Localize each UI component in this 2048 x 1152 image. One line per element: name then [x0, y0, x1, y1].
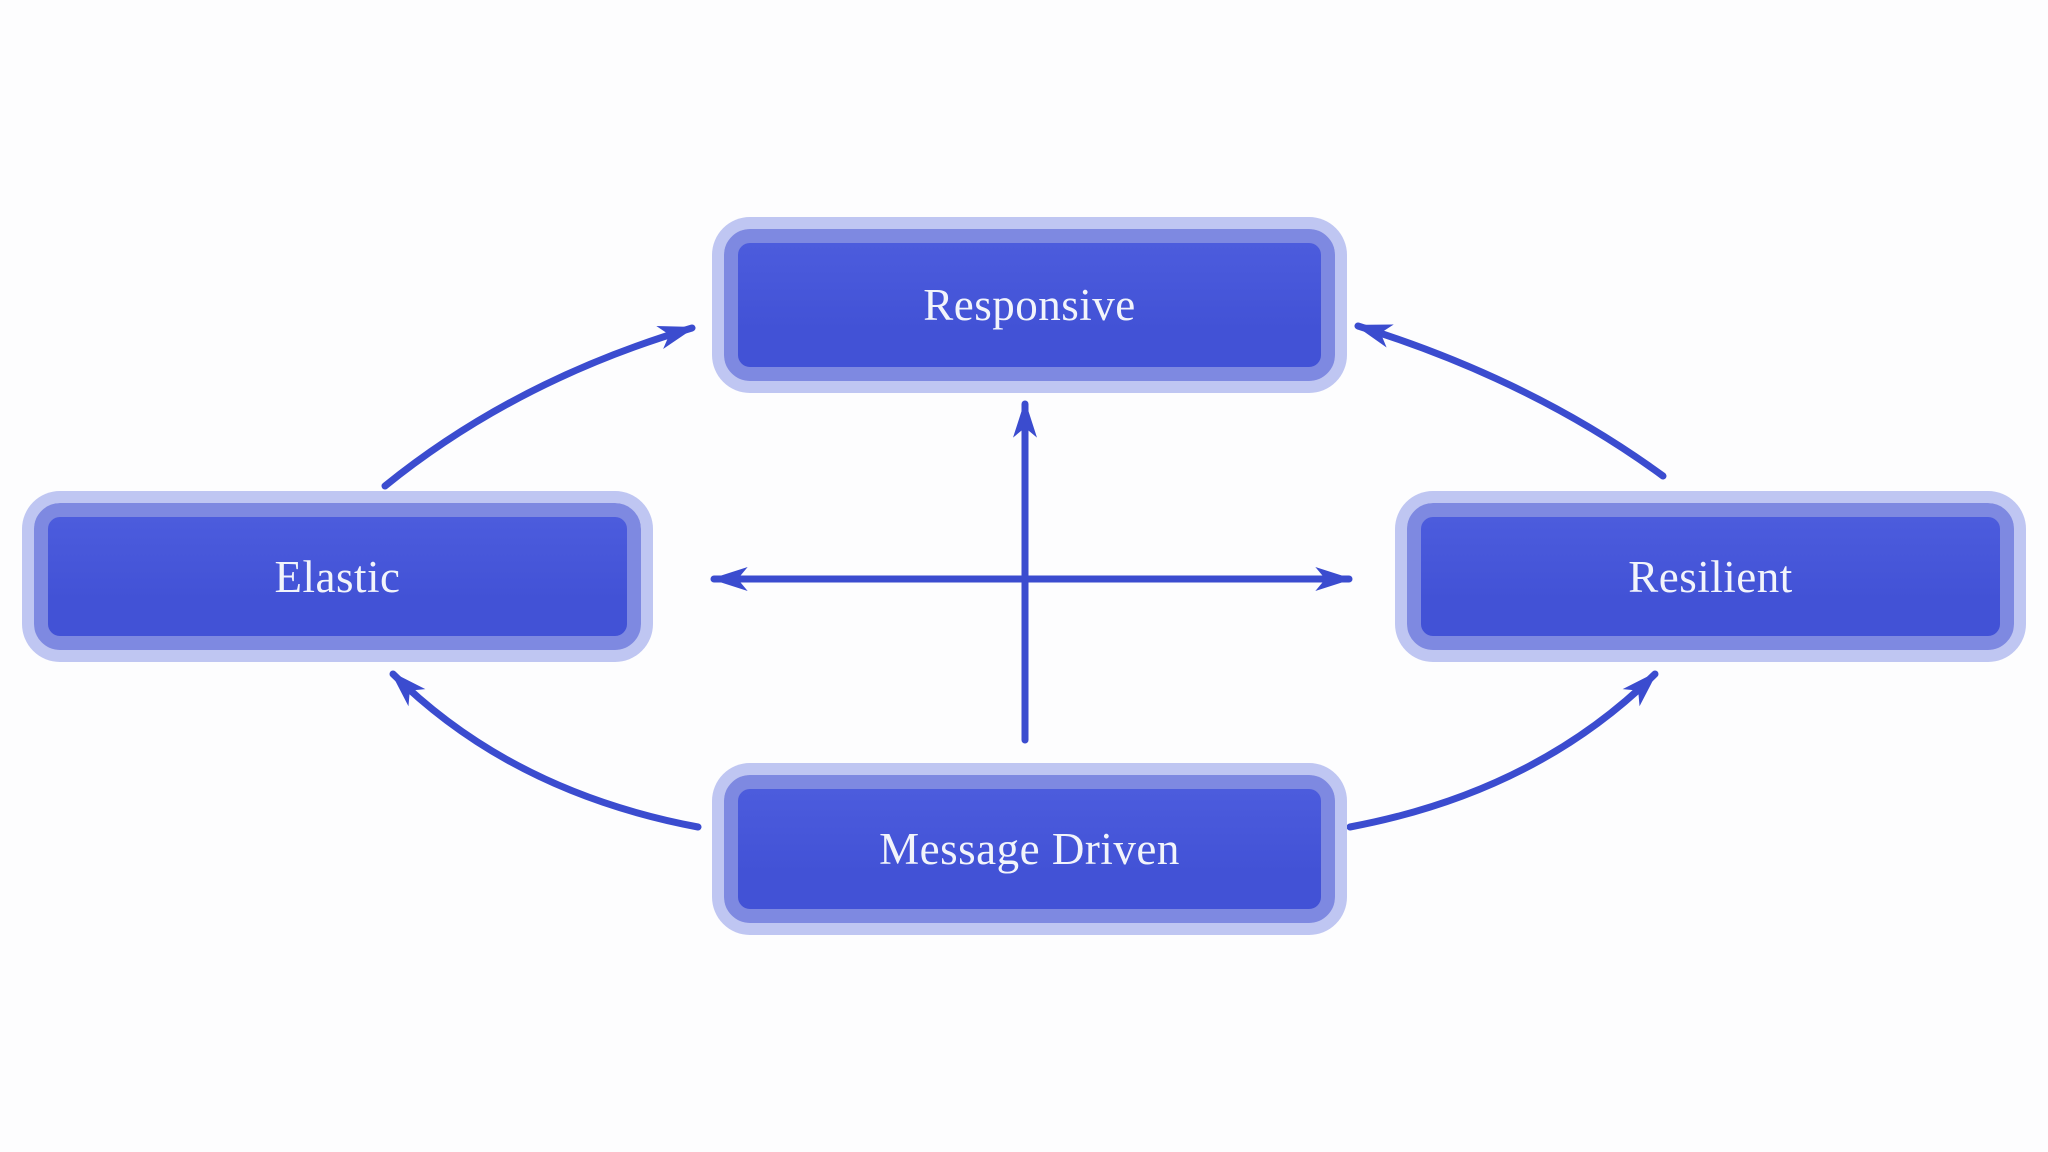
node-resilient: Resilient — [1407, 503, 2014, 650]
node-message-driven-label: Message Driven — [879, 824, 1180, 874]
node-responsive-label: Responsive — [923, 280, 1136, 330]
node-message-driven: Message Driven — [724, 775, 1335, 923]
arrow-elastic-to-responsive — [381, 324, 696, 490]
node-elastic: Elastic — [34, 503, 641, 650]
arrow-message-driven-to-elastic — [389, 670, 702, 831]
node-responsive: Responsive — [724, 229, 1335, 381]
node-elastic-label: Elastic — [274, 551, 401, 602]
arrow-resilient-to-responsive — [1354, 322, 1667, 480]
arrow-message-driven-to-resilient — [1346, 670, 1659, 831]
node-resilient-label: Resilient — [1628, 551, 1793, 602]
